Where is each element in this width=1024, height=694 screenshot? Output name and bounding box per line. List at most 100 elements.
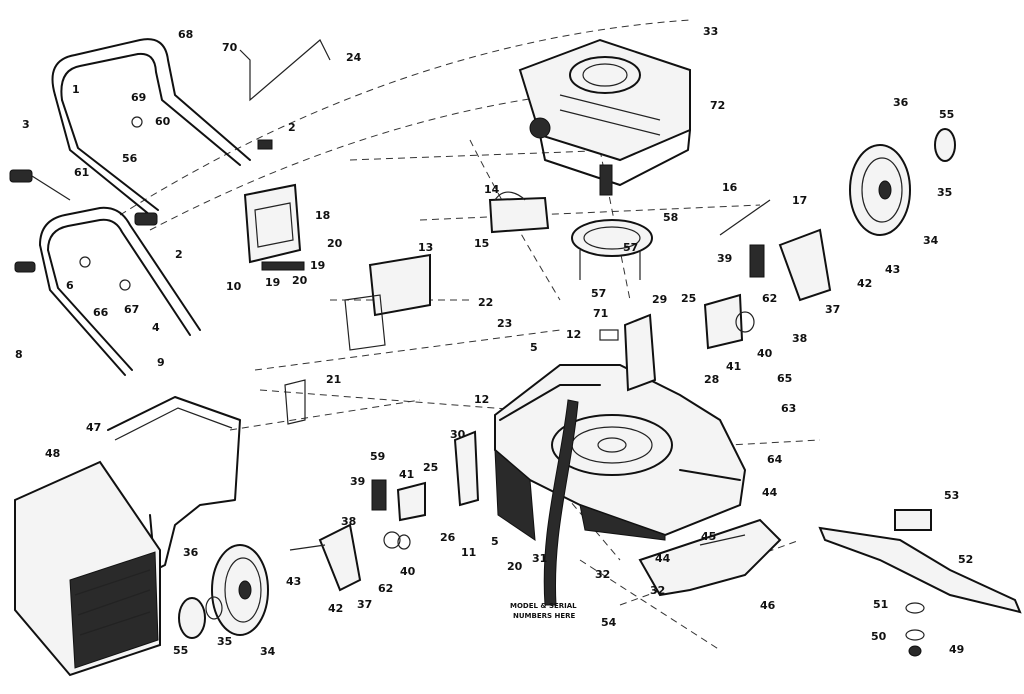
callout-38: 38 (792, 332, 807, 345)
callout-9: 9 (157, 356, 165, 369)
callout-10: 10 (226, 280, 242, 293)
callout-42: 42 (857, 277, 872, 290)
callout-21: 21 (326, 373, 341, 386)
callout-15: 15 (474, 237, 489, 250)
callout-56: 56 (122, 152, 138, 165)
callout-3: 3 (22, 118, 30, 131)
callout-31: 31 (532, 552, 547, 565)
callout-35: 35 (937, 186, 952, 199)
handle-hardware (9, 39, 331, 291)
callout-60: 60 (155, 115, 171, 128)
callout-26: 26 (440, 531, 456, 544)
mower-deck (494, 329, 747, 541)
engine-mount-ring (571, 219, 653, 280)
callout-25: 25 (681, 292, 696, 305)
callout-22: 22 (478, 296, 493, 309)
callout-38b: 38 (341, 515, 356, 528)
height-adjuster-right (623, 199, 832, 392)
callout-36: 36 (893, 96, 909, 109)
callout-34b: 34 (260, 645, 276, 658)
callout-44b: 44 (655, 552, 671, 565)
callout-40: 40 (757, 347, 773, 360)
callout-37: 37 (825, 303, 840, 316)
callout-17: 17 (792, 194, 807, 207)
callout-20c: 20 (507, 560, 523, 573)
callout-18: 18 (315, 209, 330, 222)
blade-assembly (638, 509, 1022, 657)
callout-8: 8 (15, 348, 23, 361)
rear-wheel-left (178, 544, 269, 639)
callout-19b: 19 (265, 276, 280, 289)
part-callouts: 1 2 2 3 4 5 5 6 8 9 10 11 12 12 13 14 15… (15, 25, 973, 658)
callout-45: 45 (701, 530, 716, 543)
callout-62b: 62 (378, 582, 393, 595)
callout-36b: 36 (183, 546, 199, 559)
callout-70: 70 (222, 41, 238, 54)
callout-12: 12 (566, 328, 581, 341)
control-panel (243, 183, 305, 271)
callout-68: 68 (178, 28, 193, 41)
cable-bracket (284, 191, 550, 425)
callout-37b: 37 (357, 598, 372, 611)
callout-48: 48 (45, 447, 60, 460)
callout-61: 61 (74, 166, 89, 179)
callout-11: 11 (461, 546, 476, 559)
callout-25b: 25 (423, 461, 438, 474)
callout-69: 69 (131, 91, 146, 104)
callout-59: 59 (370, 450, 385, 463)
callout-65: 65 (777, 372, 792, 385)
callout-52: 52 (958, 553, 973, 566)
callout-30: 30 (450, 428, 466, 441)
upper-handle (51, 38, 251, 216)
callout-55b: 55 (173, 644, 188, 657)
callout-67: 67 (124, 303, 139, 316)
note-line-2: NUMBERS HERE (513, 612, 576, 620)
callout-46: 46 (760, 599, 776, 612)
callout-42b: 42 (328, 602, 343, 615)
callout-43b: 43 (286, 575, 301, 588)
callout-16: 16 (722, 181, 738, 194)
callout-5b: 5 (491, 535, 499, 548)
callout-23: 23 (497, 317, 512, 330)
rear-wheel-right (849, 128, 956, 236)
callout-57b: 57 (591, 287, 606, 300)
callout-32: 32 (595, 568, 610, 581)
callout-50: 50 (871, 630, 887, 643)
serial-arrow (543, 399, 579, 606)
callout-1: 1 (72, 83, 80, 96)
callout-35b: 35 (217, 635, 232, 648)
callout-5: 5 (530, 341, 538, 354)
callout-49: 49 (949, 643, 964, 656)
callout-6: 6 (66, 279, 74, 292)
callout-66: 66 (93, 306, 109, 319)
callout-71: 71 (593, 307, 608, 320)
lower-handle (39, 206, 201, 376)
callout-32b: 32 (650, 584, 665, 597)
callout-54: 54 (601, 616, 617, 629)
callout-40b: 40 (400, 565, 416, 578)
callout-63: 63 (781, 402, 796, 415)
callout-4: 4 (152, 321, 160, 334)
grass-bag (14, 460, 161, 677)
callout-19: 19 (310, 259, 325, 272)
callout-33: 33 (703, 25, 718, 38)
callout-14: 14 (484, 183, 500, 196)
callout-43: 43 (885, 263, 900, 276)
callout-13: 13 (418, 241, 433, 254)
callout-24: 24 (346, 51, 362, 64)
callout-57: 57 (623, 241, 638, 254)
callout-53: 53 (944, 489, 959, 502)
callout-20: 20 (327, 237, 343, 250)
callout-20b: 20 (292, 274, 308, 287)
callout-41: 41 (726, 360, 741, 373)
callout-72: 72 (710, 99, 725, 112)
callout-39b: 39 (350, 475, 365, 488)
callout-2b: 2 (175, 248, 183, 261)
callout-28: 28 (704, 373, 719, 386)
callout-47: 47 (86, 421, 101, 434)
engine (518, 38, 691, 196)
callout-41b: 41 (399, 468, 414, 481)
height-adjuster-left (289, 430, 480, 592)
callout-2: 2 (288, 121, 296, 134)
